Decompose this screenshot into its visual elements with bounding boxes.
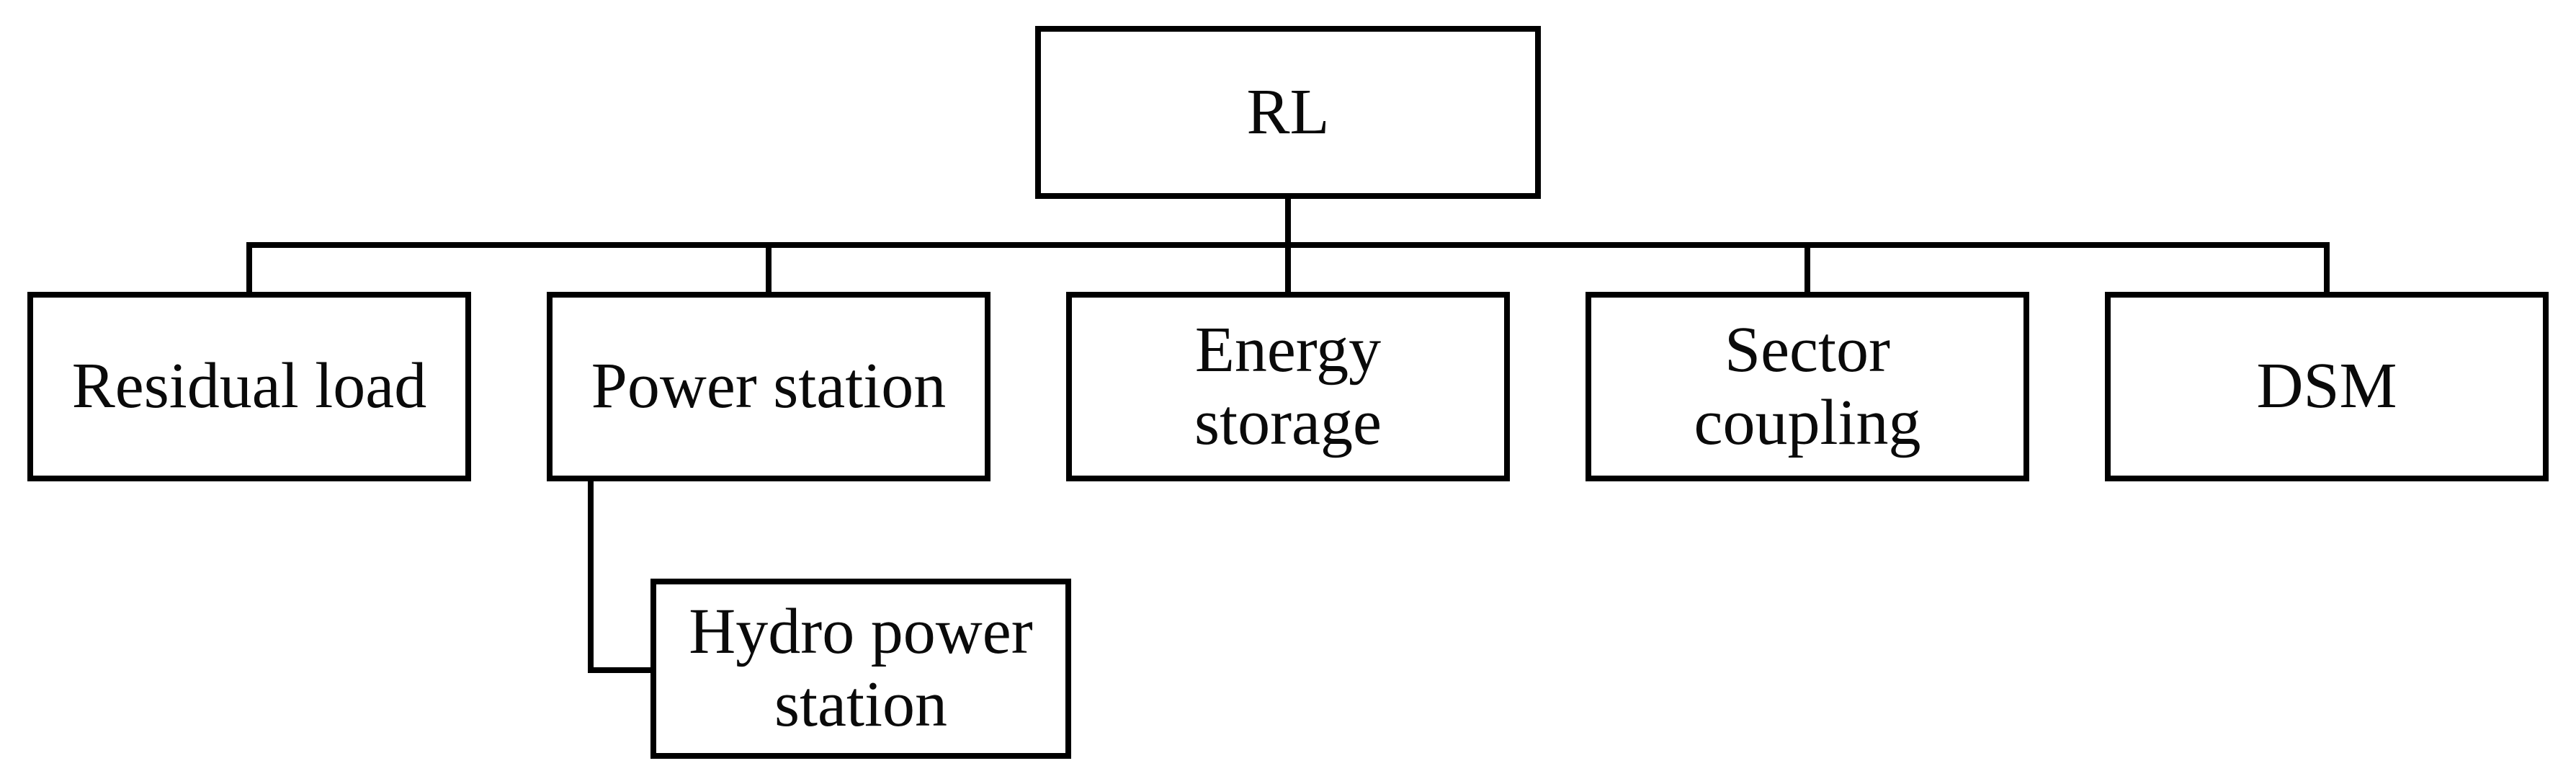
- node-dsm-label: DSM: [2256, 350, 2397, 422]
- node-power-station-label: Power station: [591, 350, 947, 422]
- node-sector-coupling-label: Sector coupling: [1694, 313, 1921, 458]
- node-rl-label: RL: [1246, 76, 1330, 148]
- node-rl: RL: [1035, 26, 1541, 199]
- node-sector-coupling: Sector coupling: [1586, 292, 2029, 481]
- node-energy-storage-label: Energy storage: [1194, 313, 1382, 458]
- node-residual-load: Residual load: [27, 292, 471, 481]
- node-energy-storage: Energy storage: [1066, 292, 1510, 481]
- node-power-station: Power station: [547, 292, 990, 481]
- connector-drop-residual-load: [246, 242, 252, 293]
- node-residual-load-label: Residual load: [71, 350, 427, 422]
- connector-hydro-horizontal: [588, 667, 656, 673]
- node-hydro-power-station: Hydro power station: [650, 579, 1071, 759]
- connector-hydro-vertical: [588, 476, 594, 673]
- node-hydro-power-station-label: Hydro power station: [689, 596, 1033, 740]
- connector-drop-dsm: [2324, 242, 2330, 293]
- node-dsm: DSM: [2105, 292, 2549, 481]
- connector-bus: [246, 242, 2330, 248]
- connector-drop-sector-coupling: [1804, 242, 1810, 293]
- connector-drop-power-station: [766, 242, 772, 293]
